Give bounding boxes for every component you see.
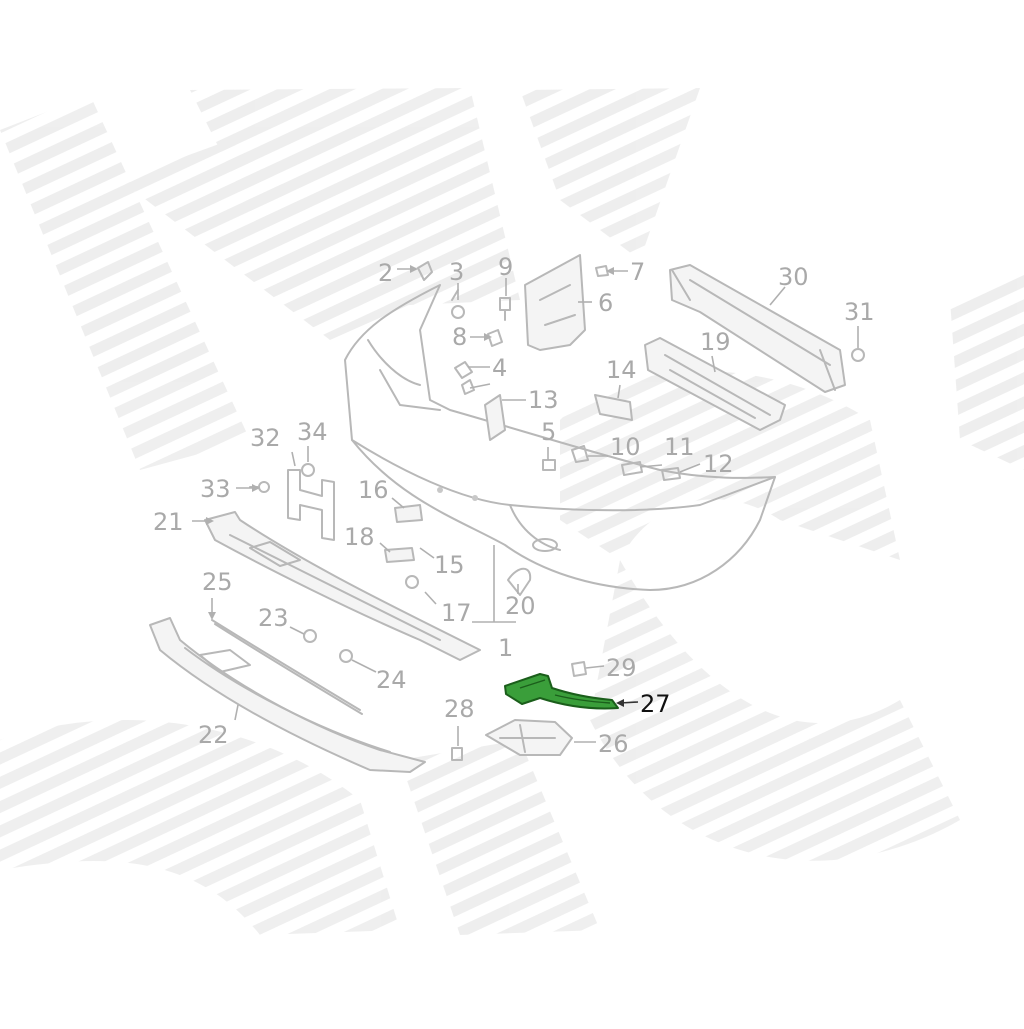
part-6-bracket [524, 254, 586, 351]
part-22-trim [149, 617, 426, 773]
callout-16: 16 [358, 476, 389, 504]
callout-8: 8 [452, 323, 467, 351]
part-24-clip [339, 649, 353, 663]
part-4-clip [454, 361, 475, 395]
callout-7: 7 [630, 258, 645, 286]
callout-30: 30 [778, 263, 809, 291]
part-15-bracket [384, 547, 415, 563]
callout-6: 6 [598, 289, 613, 317]
callout-5: 5 [541, 418, 556, 446]
callout-24: 24 [376, 666, 407, 694]
part-34-nut [301, 463, 315, 477]
part-31-nut [851, 348, 865, 362]
callout-18: 18 [344, 523, 375, 551]
part-25-strip [211, 619, 363, 715]
callout-28: 28 [444, 695, 475, 723]
part-28-clip [451, 747, 463, 761]
part-2-clip [417, 261, 433, 281]
part-26-cover [485, 719, 573, 756]
callout-32: 32 [250, 424, 281, 452]
callout-15: 15 [434, 551, 465, 579]
callout-19: 19 [700, 328, 731, 356]
callout-2: 2 [378, 259, 393, 287]
callout-9: 9 [498, 253, 513, 281]
part-32-bracket [287, 469, 335, 541]
callout-21: 21 [153, 508, 184, 536]
part-13-bracket [484, 394, 506, 441]
callout-22: 22 [198, 721, 229, 749]
part-23-screw [303, 629, 317, 643]
callout-17: 17 [441, 599, 472, 627]
callout-20: 20 [505, 592, 536, 620]
bumper-cover [344, 284, 776, 591]
part-8-clip [487, 329, 503, 347]
callout-3: 3 [449, 258, 464, 286]
callout-14: 14 [606, 356, 637, 384]
callout-11: 11 [664, 433, 695, 461]
part-30-reinforcement [669, 264, 846, 393]
callout-13: 13 [528, 386, 559, 414]
part-16-bracket [394, 504, 423, 523]
callout-4: 4 [492, 354, 507, 382]
part-11-clip [621, 461, 643, 476]
callout-1: 1 [498, 634, 513, 662]
watermark [0, 88, 1024, 935]
callout-34: 34 [297, 418, 328, 446]
part-10-clip [571, 445, 589, 463]
part-29-clip [571, 661, 587, 677]
part-5-clip [542, 459, 556, 471]
callout-26: 26 [598, 730, 629, 758]
part-17-clip [405, 575, 419, 589]
callout-10: 10 [610, 433, 641, 461]
callout-23: 23 [258, 604, 289, 632]
callout-27-highlighted[interactable]: 27 [640, 690, 671, 718]
part-3-nut [451, 289, 465, 319]
callout-labels: 2 3 9 6 7 8 4 13 14 5 10 11 12 30 31 19 … [153, 253, 875, 758]
leader-lines [192, 265, 859, 746]
callout-29: 29 [606, 654, 637, 682]
part-21-valance [204, 511, 481, 661]
part-19-absorber [644, 337, 786, 431]
part-27-bracket-highlighted[interactable] [504, 673, 619, 710]
callout-31: 31 [844, 298, 875, 326]
callout-25: 25 [202, 568, 233, 596]
part-14-bracket [594, 394, 633, 421]
part-7-clip [595, 265, 609, 277]
callout-33: 33 [200, 475, 231, 503]
part-9-bolt [499, 297, 511, 321]
callout-12: 12 [703, 450, 734, 478]
part-20-reflector [507, 567, 532, 596]
part-12-clip [661, 467, 681, 481]
